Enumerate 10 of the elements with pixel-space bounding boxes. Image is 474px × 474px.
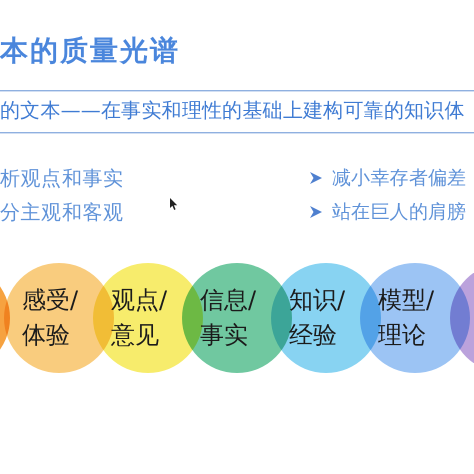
bullet-text: 析观点和事实	[0, 166, 124, 190]
bullet-text: 分主观和客观	[0, 200, 124, 224]
subtitle-text: 的文本——在事实和理性的基础上建构可靠的知识体	[0, 98, 465, 122]
circle-label: 观点/意见	[111, 285, 168, 351]
circle-label: 知识/经验	[289, 285, 346, 351]
circle-label: 信息/事实	[200, 285, 258, 351]
bullet-text: 减小幸存者偏差	[332, 166, 466, 190]
circle-label: 模型/理论	[378, 285, 436, 351]
circle-label: 感受/体验	[22, 285, 80, 351]
bullet-text: 站在巨人的肩膀	[332, 200, 466, 224]
